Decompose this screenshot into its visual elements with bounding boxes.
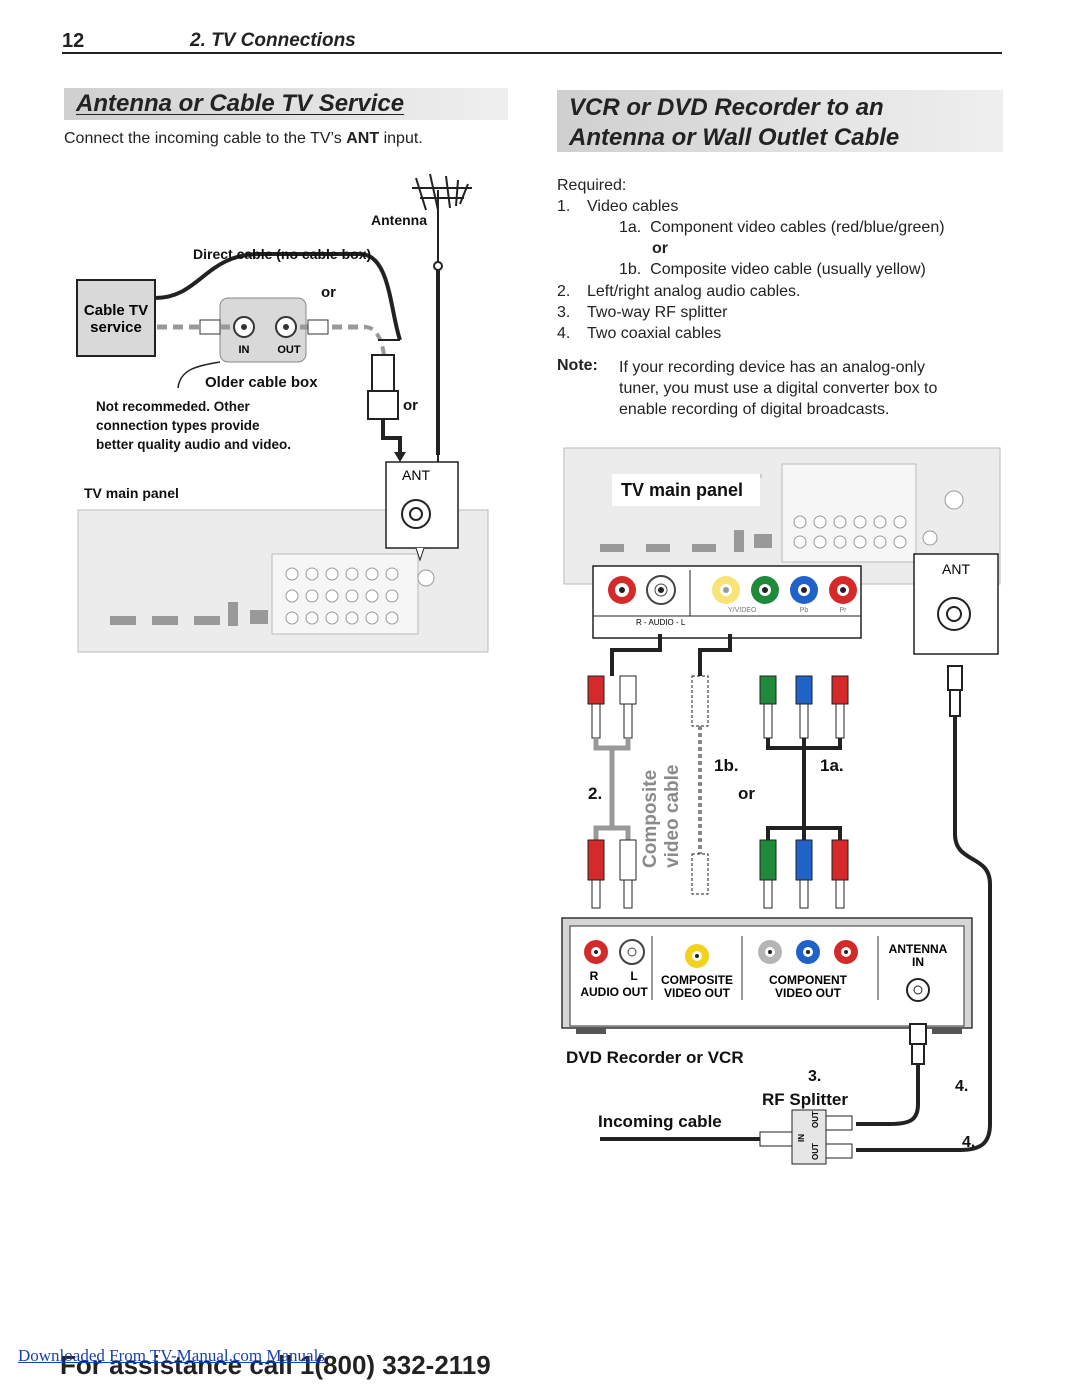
- label-2: 2.: [588, 784, 603, 803]
- svg-text:IN: IN: [912, 955, 924, 969]
- svg-text:Y/VIDEO: Y/VIDEO: [728, 607, 757, 614]
- svg-text:Pb: Pb: [800, 607, 809, 614]
- label-3: 3.: [808, 1068, 822, 1085]
- svg-text:IN: IN: [239, 344, 250, 356]
- svg-text:IN: IN: [797, 1134, 806, 1142]
- svg-text:Pr: Pr: [840, 607, 848, 614]
- right-heading-line2: Antenna or Wall Outlet Cable: [569, 124, 900, 151]
- rf-splitter-label: RF Splitter: [762, 1090, 848, 1109]
- tv-main-panel-label-right: TV main panel: [621, 480, 744, 500]
- left-heading: Antenna or Cable TV Service: [76, 90, 405, 117]
- not-recommended-note: Not recommeded. Other connection types p…: [96, 399, 292, 452]
- label-1a: 1a.: [820, 756, 844, 775]
- svg-text:OUT: OUT: [811, 1143, 820, 1160]
- panel-audio-label: R - AUDIO - L: [636, 618, 686, 627]
- left-intro: Connect the incoming cable to the TV’s A…: [64, 130, 423, 147]
- antenna-diagram: Cable TV service IN OUT ANT: [76, 173, 489, 653]
- incoming-cable-label: Incoming cable: [598, 1112, 722, 1131]
- required-item-text: Two coaxial cables: [587, 325, 722, 342]
- svg-text:OUT: OUT: [811, 1111, 820, 1128]
- section-title: 2. TV Connections: [190, 30, 356, 51]
- device-jacks: [584, 939, 930, 1002]
- required-item-text: Left/right analog audio cables.: [587, 283, 801, 300]
- rca-plugs-top: [587, 675, 849, 739]
- note-label: Note:: [557, 357, 598, 374]
- rca-plugs-bottom: [587, 839, 849, 909]
- required-item: 2.: [557, 283, 571, 300]
- required-item: 1b. Composite video cable (usually yello…: [619, 261, 926, 278]
- ant-label-right: ANT: [942, 561, 970, 577]
- svg-text:service: service: [90, 319, 142, 336]
- direct-cable-label: Direct cable (no cable box): [193, 246, 372, 262]
- svg-text:VIDEO OUT: VIDEO OUT: [775, 986, 842, 1000]
- label-or-cables: or: [738, 784, 755, 803]
- dvd-recorder-label: DVD Recorder or VCR: [566, 1048, 744, 1067]
- antenna-label: Antenna: [371, 212, 427, 228]
- right-heading-line1: VCR or DVD Recorder to an: [569, 94, 884, 121]
- required-item-text: Video cables: [587, 198, 679, 215]
- tv-main-panel-label-left: TV main panel: [84, 485, 179, 501]
- svg-text:R: R: [590, 969, 599, 983]
- header-rule: [62, 52, 1002, 54]
- downloaded-from-link[interactable]: Downloaded From TV-Manual.com Manuals: [18, 1346, 325, 1365]
- label-4a: 4.: [955, 1078, 969, 1095]
- panel-jacks: [608, 575, 857, 605]
- assistance-text: For assistance call 1(800) 332-2119: [60, 1350, 491, 1380]
- right-heading-band: VCR or DVD Recorder to an Antenna or Wal…: [557, 90, 1003, 152]
- required-item: 4.: [557, 325, 571, 342]
- vcr-diagram: R - AUDIO - L Y/VIDEO Pb Pr ANT: [561, 447, 1001, 1165]
- required-item: 3.: [557, 304, 571, 321]
- svg-text:OUT: OUT: [277, 344, 301, 356]
- svg-text:L: L: [630, 969, 637, 983]
- note-text: If your recording device has an analog-o…: [619, 359, 938, 418]
- device-component-label: COMPONENT: [769, 973, 848, 987]
- or-label-1: or: [321, 284, 336, 301]
- or-label-2: or: [403, 397, 418, 414]
- required-label: Required:: [557, 177, 627, 194]
- required-item: 1a. Component video cables (red/blue/gre…: [619, 219, 945, 236]
- svg-text:VIDEO OUT: VIDEO OUT: [664, 986, 731, 1000]
- left-heading-band: Antenna or Cable TV Service: [64, 88, 508, 120]
- required-item-or: or: [652, 240, 668, 257]
- composite-cable-label: Composite video cable: [640, 764, 683, 869]
- cable-service-label: Cable TV: [84, 302, 148, 319]
- required-item: 1.: [557, 198, 571, 215]
- page-number: 12: [62, 30, 85, 52]
- label-4b: 4.: [962, 1134, 976, 1151]
- older-cable-box-label: Older cable box: [205, 374, 318, 391]
- ant-label-left: ANT: [402, 467, 430, 483]
- device-composite-label: COMPOSITE: [661, 973, 733, 987]
- device-audio-out-label: AUDIO OUT: [580, 985, 648, 999]
- label-1b: 1b.: [714, 756, 739, 775]
- required-item-text: Two-way RF splitter: [587, 304, 728, 321]
- device-antenna-label: ANTENNA: [889, 942, 948, 956]
